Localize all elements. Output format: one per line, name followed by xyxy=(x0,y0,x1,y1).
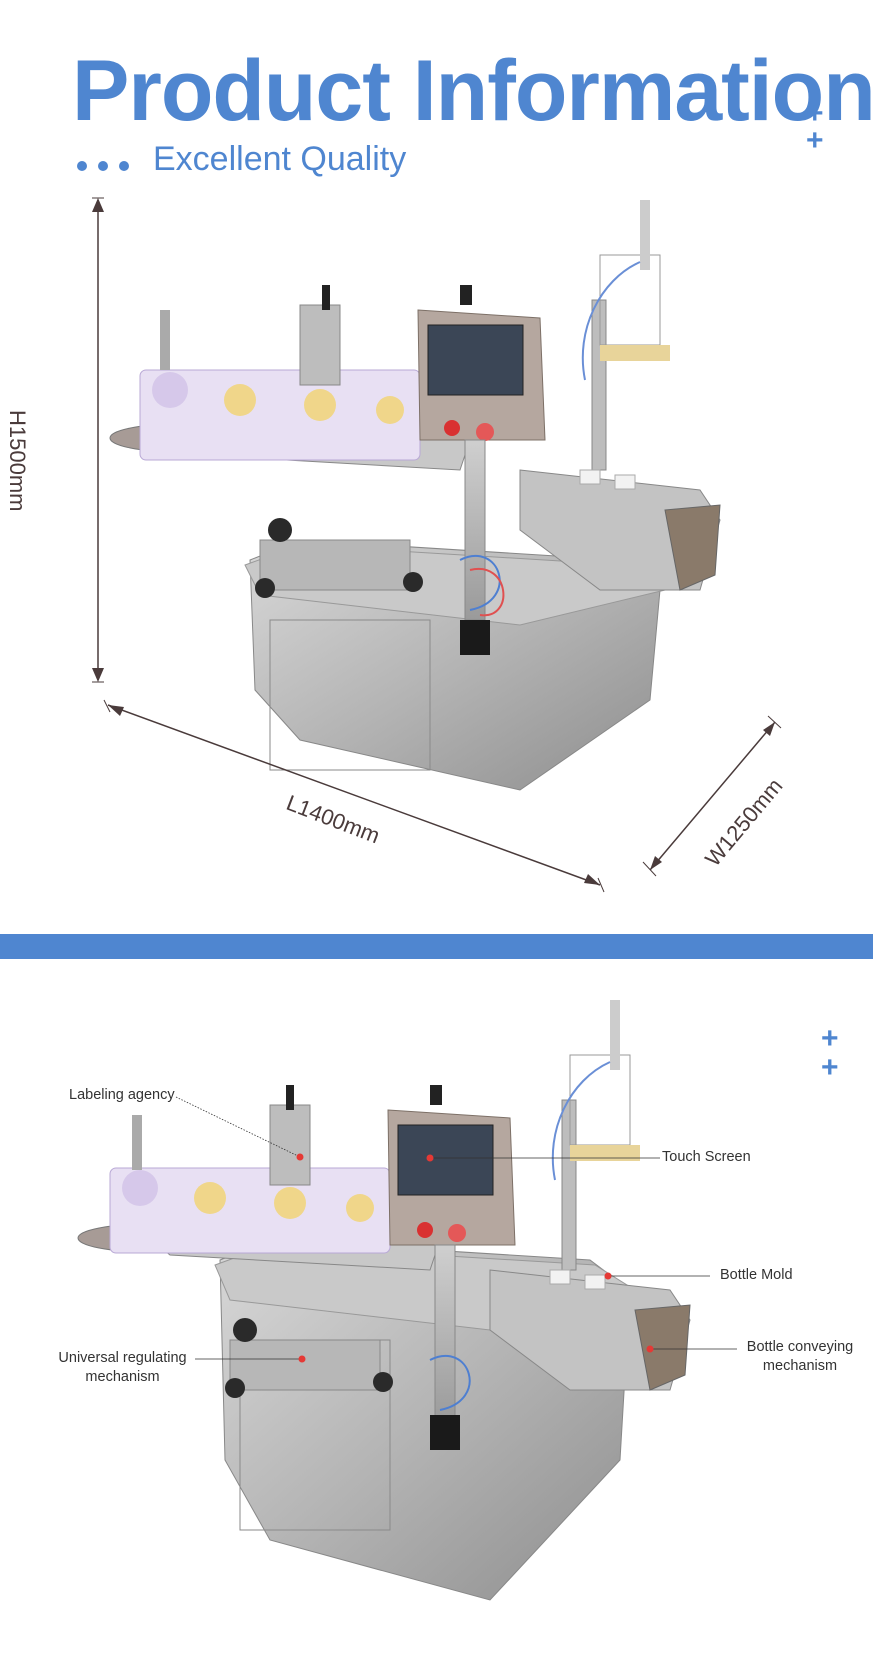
bullet-dot xyxy=(77,161,87,171)
callout-dot xyxy=(296,1153,304,1161)
plus-icon: + xyxy=(806,97,824,130)
plus-icon: + xyxy=(806,124,824,157)
page-subtitle: Excellent Quality xyxy=(153,140,407,178)
plus-icon: + xyxy=(821,1051,839,1084)
callout-touch-screen: Touch Screen xyxy=(662,1149,751,1165)
callout-line: Bottle conveying xyxy=(746,1339,854,1355)
callout-bottle-mold: Bottle Mold xyxy=(720,1267,793,1283)
callout-line: mechanism xyxy=(762,1358,838,1374)
callout-dot xyxy=(646,1345,654,1353)
callout-dot xyxy=(426,1154,434,1162)
callout-line: Universal regulating xyxy=(58,1350,187,1366)
callout-dot xyxy=(298,1355,306,1363)
callout-line: mechanism xyxy=(85,1369,160,1385)
width-dimension-line xyxy=(649,721,776,871)
labeling-agency-leader xyxy=(175,1096,301,1158)
callout-universal-regulating: Universal regulating mechanism xyxy=(40,1349,205,1387)
machine-photo xyxy=(77,1000,691,1601)
callout-labeling-agency: Labeling agency xyxy=(69,1087,175,1103)
machine-dimension-drawing xyxy=(92,197,782,893)
callout-dot xyxy=(604,1272,612,1280)
callout-bottle-conveying: Bottle conveying mechanism xyxy=(735,1338,865,1376)
plus-icon: + xyxy=(821,1022,839,1055)
length-dimension-line xyxy=(107,704,601,886)
page-title: Product Information xyxy=(72,43,873,139)
machine-photo xyxy=(109,200,721,791)
bullet-dot xyxy=(98,161,108,171)
bullet-dot xyxy=(119,161,129,171)
section-divider xyxy=(0,934,873,959)
